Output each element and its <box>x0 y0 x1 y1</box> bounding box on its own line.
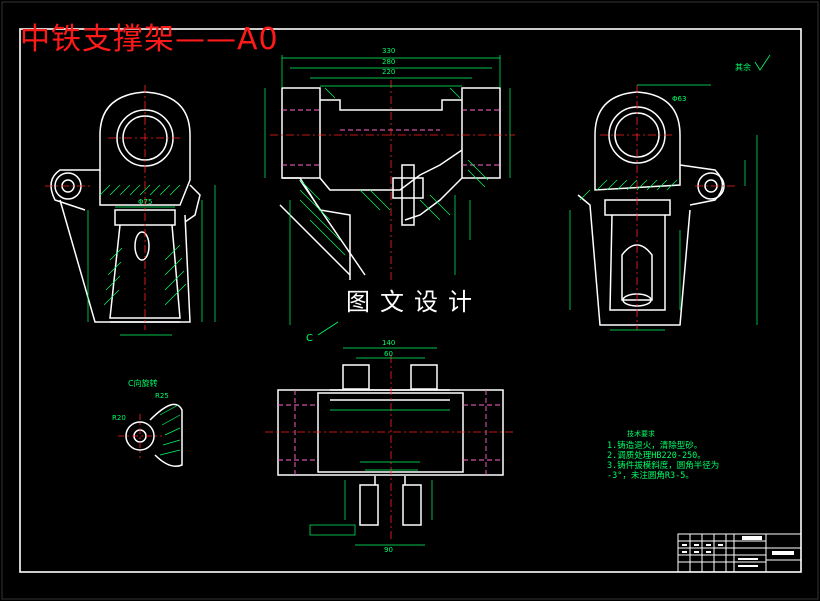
front-view-hatch <box>299 87 489 256</box>
dim-top-330: 330 <box>382 47 396 55</box>
drawing-title: 中铁支撑架——A0 <box>20 22 279 57</box>
roughness-note: 其余 <box>735 63 751 72</box>
bottom-view-centerlines <box>265 355 515 540</box>
dim-detail-r25: R25 <box>155 392 169 400</box>
center-watermark-label: 图文设计 <box>334 285 494 319</box>
note-line-1: 1.铸造退火，清除型砂。 <box>607 441 703 451</box>
technical-notes: 技术要求 1.铸造退火，清除型砂。 2.调质处理HB220-250。 3.铸件拔… <box>607 429 719 481</box>
dim-bottom-90: 90 <box>384 546 393 554</box>
title-block-text <box>682 536 794 567</box>
view-arrow-c <box>317 321 339 336</box>
bottom-view <box>277 364 504 526</box>
right-view-hatch <box>579 179 678 201</box>
right-view-dims <box>569 84 758 331</box>
left-view <box>50 91 201 323</box>
dim-right-phi63: Φ63 <box>672 95 687 103</box>
view-label-c: C <box>306 333 313 344</box>
notes-heading: 技术要求 <box>627 430 655 438</box>
dim-detail-r20: R20 <box>112 414 126 422</box>
left-view-centerlines <box>45 85 182 330</box>
front-view <box>279 87 501 280</box>
dim-top-220: 220 <box>382 68 396 76</box>
front-view-dims <box>264 55 511 325</box>
front-view-centerlines <box>270 80 515 280</box>
left-view-dims <box>87 185 216 336</box>
right-view <box>577 91 725 326</box>
bottom-view-hidden <box>278 390 503 475</box>
dim-bottom-140: 140 <box>382 339 396 347</box>
note-line-4: -3°，未注圆角R3-5。 <box>607 471 694 481</box>
detail-c-label: C向旋转 <box>128 379 158 388</box>
detail-c <box>125 403 183 467</box>
frame-border <box>19 28 802 573</box>
front-view-hidden <box>282 109 500 166</box>
dim-bottom-60: 60 <box>384 350 393 358</box>
right-view-centerlines <box>600 85 735 330</box>
detail-c-hatch <box>159 404 181 456</box>
note-line-3: 3.铸件拔模斜度，圆角半径为 <box>607 461 720 471</box>
left-view-hatch <box>99 184 187 306</box>
title-block <box>677 533 802 573</box>
dim-top-280: 280 <box>382 58 396 66</box>
bottom-view-dims <box>309 347 450 546</box>
note-line-2: 2.调质处理HB220-250。 <box>607 451 706 461</box>
roughness-symbol <box>754 54 771 71</box>
dim-left-phi75: Φ75 <box>138 198 153 206</box>
